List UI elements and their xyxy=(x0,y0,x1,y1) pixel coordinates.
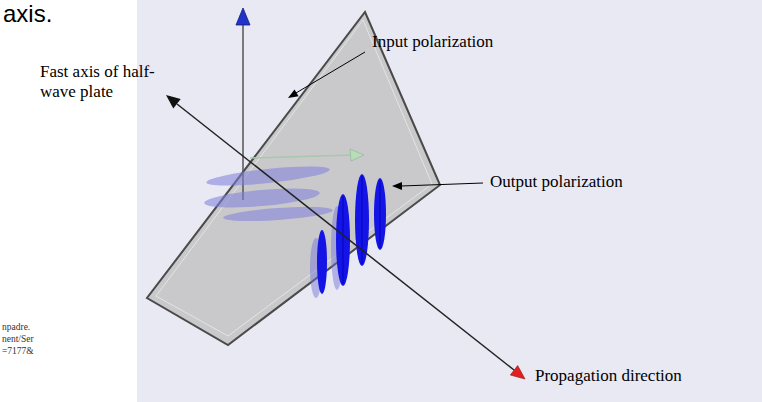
plate-bevel xyxy=(156,20,432,336)
citation-fragment: =7177& xyxy=(2,346,34,357)
callout-label: Input polarization xyxy=(372,32,493,52)
leader-arrowhead xyxy=(288,90,299,99)
callout-label: Propagation direction xyxy=(535,366,682,386)
leader-arrowhead xyxy=(392,182,402,190)
propagation-arrowhead xyxy=(510,366,525,379)
illustration-panel xyxy=(137,0,762,402)
axis-arrowhead xyxy=(350,149,364,161)
propagation-axis xyxy=(177,104,514,370)
leader-line xyxy=(296,52,365,93)
input-wave xyxy=(204,163,334,224)
heading-fragment: axis. xyxy=(3,0,52,28)
fast-axis-arrowhead xyxy=(166,95,181,108)
output-wave-hatch xyxy=(343,176,380,284)
horizontal-axis xyxy=(250,155,352,158)
axis-arrowhead xyxy=(236,8,250,25)
output-wave xyxy=(317,174,386,294)
half-wave-plate xyxy=(147,12,440,345)
citation-fragment: npadre. xyxy=(2,322,30,333)
leader-line xyxy=(401,183,483,186)
callout-label: Fast axis of half-wave plate xyxy=(40,62,165,101)
callout-label: Output polarization xyxy=(490,172,623,192)
citation-fragment: nent/Ser xyxy=(2,334,34,345)
